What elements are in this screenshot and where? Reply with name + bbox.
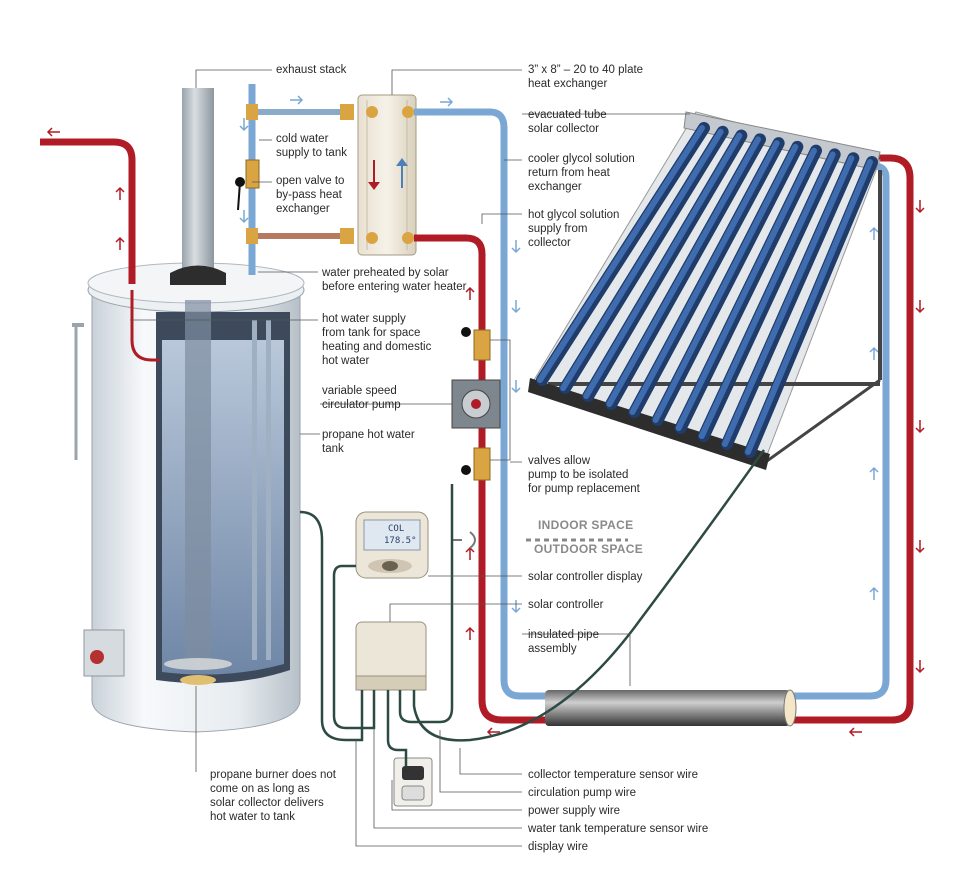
label-burner-1: propane burner does not xyxy=(210,769,336,781)
label-bypass-1: open valve to xyxy=(276,175,345,187)
collector-tube-highlight xyxy=(745,159,873,455)
collector-tube-highlight xyxy=(721,155,855,447)
flow-arrows-glycol-supply xyxy=(465,200,925,737)
label-preheated-1: water preheated by solar xyxy=(322,267,449,279)
label-tank-1: propane hot water xyxy=(322,429,415,441)
power-outlet xyxy=(393,757,433,807)
collector-tubes xyxy=(536,122,878,458)
label-supply-to-tank: supply to tank xyxy=(276,147,347,159)
label-glycol-return-1: cooler glycol solution xyxy=(528,153,635,165)
display-mode: COL xyxy=(388,524,405,534)
label-hot-supply-2: from tank for space xyxy=(322,327,421,339)
flow-arrows-cold xyxy=(239,95,304,224)
propane-hot-water-tank xyxy=(72,262,305,733)
solar-controller-display xyxy=(355,511,429,579)
collector-return-pipe xyxy=(790,162,890,700)
label-controller: solar controller xyxy=(528,599,604,611)
label-display-wire: display wire xyxy=(528,841,589,853)
cold-water-piping xyxy=(235,84,354,275)
controller-wires xyxy=(299,449,766,766)
collector-tube-highlight xyxy=(560,128,724,391)
label-tank-sensor-wire: water tank temperature sensor wire xyxy=(528,823,709,835)
display-temperature: 178.5° xyxy=(384,536,417,546)
label-glycol-supply-3: collector xyxy=(528,237,571,249)
label-power-wire: power supply wire xyxy=(528,805,621,817)
indoor-outdoor-divider xyxy=(452,531,628,549)
label-glycol-return-2: return from heat xyxy=(528,167,610,179)
label-valves-3: for pump replacement xyxy=(528,483,640,495)
label-valves-2: pump to be isolated xyxy=(528,469,629,481)
label-pump-1: variable speed xyxy=(322,385,397,397)
label-glycol-supply-1: hot glycol solution xyxy=(528,209,620,221)
solar-controller xyxy=(355,621,427,691)
label-pump-wire: circulation pump wire xyxy=(528,787,637,799)
label-burner-2: come on as long as xyxy=(210,783,310,795)
label-tank-2: tank xyxy=(322,443,344,455)
insulated-pipe-assembly xyxy=(545,689,797,727)
label-collector-sensor-wire: collector temperature sensor wire xyxy=(528,769,699,781)
cool-glycol-return-pipe xyxy=(414,108,545,700)
collector-tube-highlight xyxy=(583,132,743,399)
label-outdoor-space: OUTDOOR SPACE xyxy=(534,542,644,556)
label-solar-collector: solar collector xyxy=(528,123,599,135)
label-bypass-2: by-pass heat xyxy=(276,189,342,201)
flow-arrows-hot-supply xyxy=(46,127,125,250)
collector-tube-highlight xyxy=(606,136,761,407)
label-heat-exchanger-size: 3” x 8” – 20 to 40 plate xyxy=(528,64,644,76)
label-hot-supply-4: hot water xyxy=(322,355,370,367)
label-hot-supply-1: hot water supply xyxy=(322,313,406,325)
exhaust-stack xyxy=(170,88,226,285)
label-burner-4: hot water to tank xyxy=(210,811,296,823)
hot-water-supply-pipe xyxy=(40,138,136,284)
label-preheated-2: before entering water heater xyxy=(322,281,467,293)
collector-tube-highlight xyxy=(652,143,799,423)
label-heat-exchanger: heat exchanger xyxy=(528,78,608,90)
plate-heat-exchanger xyxy=(357,94,417,256)
collector-supply-pipe xyxy=(790,154,914,724)
label-glycol-return-3: exchanger xyxy=(528,181,582,193)
pump-assembly xyxy=(451,327,501,481)
collector-tube-highlight xyxy=(698,151,836,439)
label-pipe-assembly-2: assembly xyxy=(528,643,577,655)
label-exhaust-stack: exhaust stack xyxy=(276,64,347,76)
collector-tube-highlight xyxy=(537,125,705,383)
label-burner-3: solar collector delivers xyxy=(210,797,324,809)
label-hot-supply-3: heating and domestic xyxy=(322,341,432,353)
label-valves-1: valves allow xyxy=(528,455,590,467)
label-collector-type: evacuated tube xyxy=(528,109,607,121)
label-indoor-space: INDOOR SPACE xyxy=(538,518,634,532)
flow-arrows-glycol-return xyxy=(440,97,879,614)
label-pipe-assembly-1: insulated pipe xyxy=(528,629,599,641)
collector-tube-highlight xyxy=(629,140,780,415)
label-bypass-3: exchanger xyxy=(276,203,330,215)
label-cold-water: cold water xyxy=(276,133,329,145)
label-glycol-supply-2: supply from xyxy=(528,223,588,235)
label-controller-display: solar controller display xyxy=(528,571,643,583)
collector-tube-highlight xyxy=(675,147,817,431)
leader-lines xyxy=(130,69,690,847)
label-pump-2: circulator pump xyxy=(322,399,401,411)
